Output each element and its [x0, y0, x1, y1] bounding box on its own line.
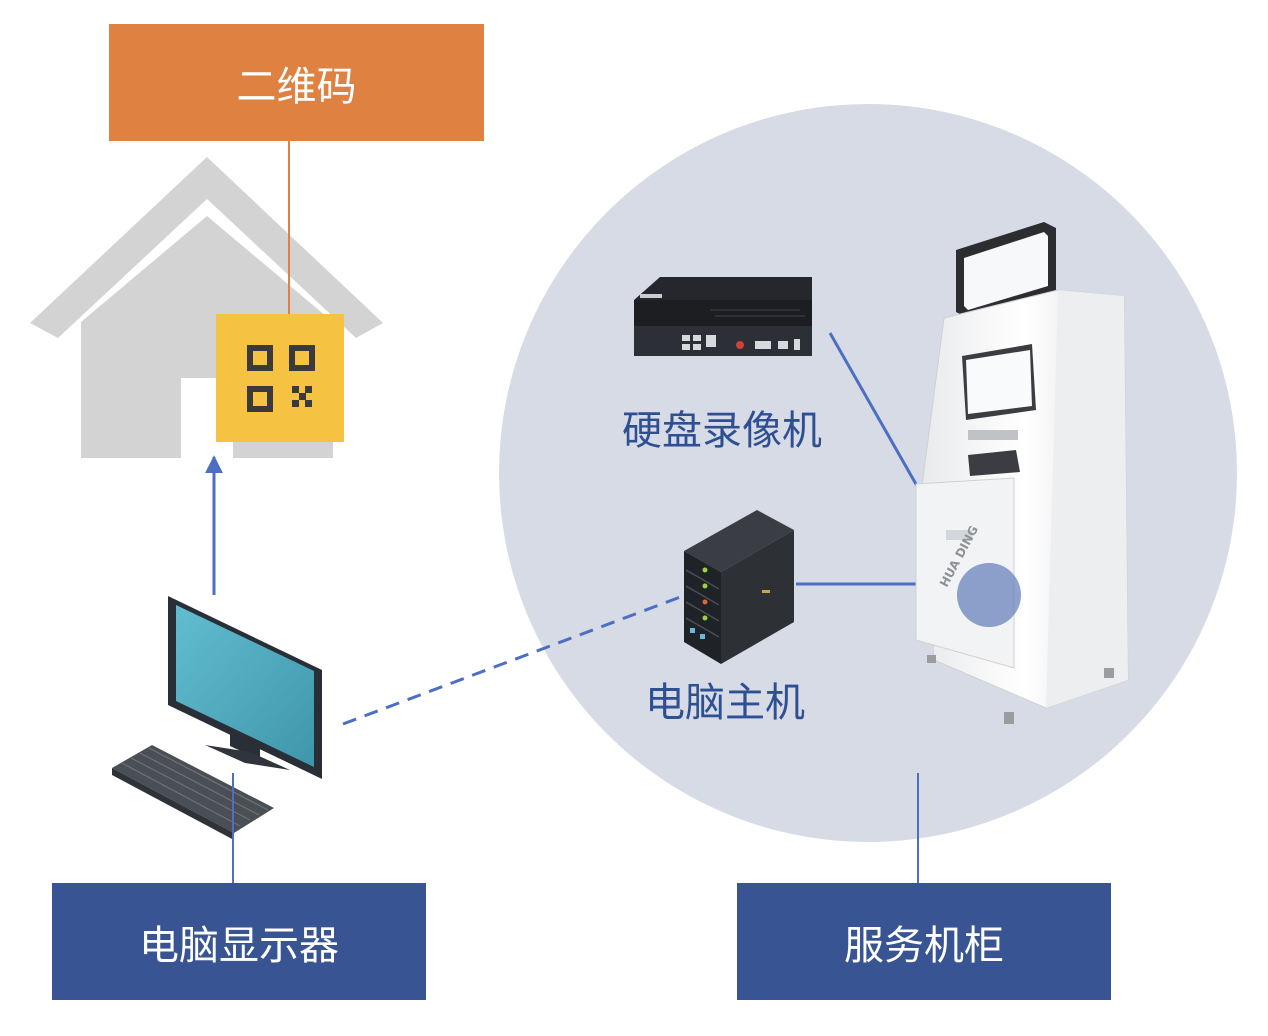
qr-code-icon [216, 314, 344, 442]
monitor-label: 电脑显示器 [139, 922, 339, 969]
pc-host-label: 电脑主机 [645, 680, 805, 726]
monitor-label-box: 电脑显示器 [52, 883, 426, 1000]
kiosk-target-marker [957, 563, 1021, 627]
cabinet-label: 服务机柜 [844, 922, 1004, 969]
cabinet-label-box: 服务机柜 [737, 883, 1111, 1000]
qr-code-label: 二维码 [236, 63, 357, 110]
nvr-label: 硬盘录像机 [622, 408, 822, 454]
nvr-icon [634, 277, 812, 356]
kiosk-icon [915, 222, 1129, 724]
monitor-icon [168, 596, 322, 779]
server-icon [684, 510, 794, 664]
dashed-link-monitor-server [342, 594, 684, 726]
qr-code-label-box: 二维码 [109, 24, 484, 141]
